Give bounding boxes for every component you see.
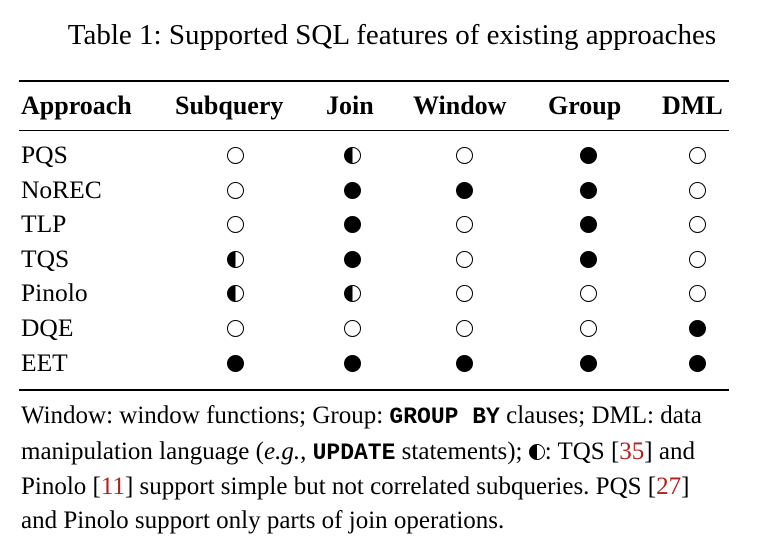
row-label-tqs: TQS	[21, 243, 70, 273]
empty-circle-icon	[688, 285, 706, 303]
top-rule	[19, 80, 729, 82]
half-circle-icon	[343, 147, 361, 164]
empty-circle-icon	[455, 147, 473, 164]
header-group: Group	[548, 91, 622, 120]
full-circle-icon	[579, 250, 597, 268]
empty-circle-icon	[688, 181, 706, 199]
full-circle-icon	[343, 354, 361, 372]
header-join: Join	[326, 91, 374, 120]
full-circle-icon	[343, 250, 361, 268]
header-approach: Approach	[21, 91, 132, 120]
empty-circle-icon	[455, 216, 473, 234]
empty-circle-icon	[226, 147, 244, 164]
half-circle-icon	[226, 250, 244, 268]
header-window: Window	[413, 91, 507, 120]
full-circle-icon	[579, 147, 597, 164]
half-circle-icon	[343, 285, 361, 303]
note-line-4: and Pinolo support only parts of join op…	[21, 506, 505, 534]
note-line-2: manipulation language (e.g., UPDATE stat…	[21, 437, 695, 466]
row-label-norec: NoREC	[21, 174, 102, 204]
empty-circle-icon	[343, 320, 361, 337]
row-label-dqe: DQE	[21, 313, 74, 342]
empty-circle-icon	[688, 147, 706, 164]
row-label-pinolo: Pinolo	[21, 278, 88, 308]
table-note: Window: window functions; Group: GROUP B…	[21, 399, 781, 537]
full-circle-icon	[579, 354, 597, 372]
half-circle-icon	[226, 285, 244, 303]
citation-link[interactable]: 35	[619, 437, 645, 465]
note-line-1: Window: window functions; Group: GROUP B…	[21, 402, 702, 430]
header-subquery: Subquery	[175, 91, 284, 120]
header-dml: DML	[662, 91, 723, 120]
code-update: UPDATE	[312, 439, 396, 466]
header-rule	[19, 130, 729, 131]
empty-circle-icon	[579, 285, 597, 303]
citation-link[interactable]: 11	[100, 473, 125, 500]
full-circle-icon	[579, 181, 597, 199]
full-circle-icon	[455, 181, 473, 199]
empty-circle-icon	[579, 320, 597, 337]
full-circle-icon	[343, 181, 361, 199]
empty-circle-icon	[226, 216, 244, 234]
full-circle-icon	[688, 354, 706, 372]
empty-circle-icon	[455, 250, 473, 268]
half-circle-icon	[528, 443, 545, 460]
table-caption: Table 1: Supported SQL features of exist…	[67, 19, 717, 51]
full-circle-icon	[688, 320, 706, 337]
empty-circle-icon	[455, 285, 473, 303]
row-label-eet: EET	[21, 347, 68, 377]
bottom-rule	[19, 389, 729, 391]
full-circle-icon	[343, 216, 361, 234]
note-line-3: Pinolo [11] support simple but not corre…	[21, 473, 690, 500]
full-circle-icon	[455, 354, 473, 372]
empty-circle-icon	[455, 320, 473, 337]
code-group-by: GROUP BY	[389, 404, 500, 430]
row-label-pqs: PQS	[21, 140, 68, 169]
empty-circle-icon	[688, 216, 706, 234]
empty-circle-icon	[226, 181, 244, 199]
row-label-tlp: TLP	[21, 209, 67, 239]
citation-link[interactable]: 27	[656, 473, 682, 500]
empty-circle-icon	[226, 320, 244, 337]
full-circle-icon	[579, 216, 597, 234]
empty-circle-icon	[688, 250, 706, 268]
full-circle-icon	[226, 354, 244, 372]
